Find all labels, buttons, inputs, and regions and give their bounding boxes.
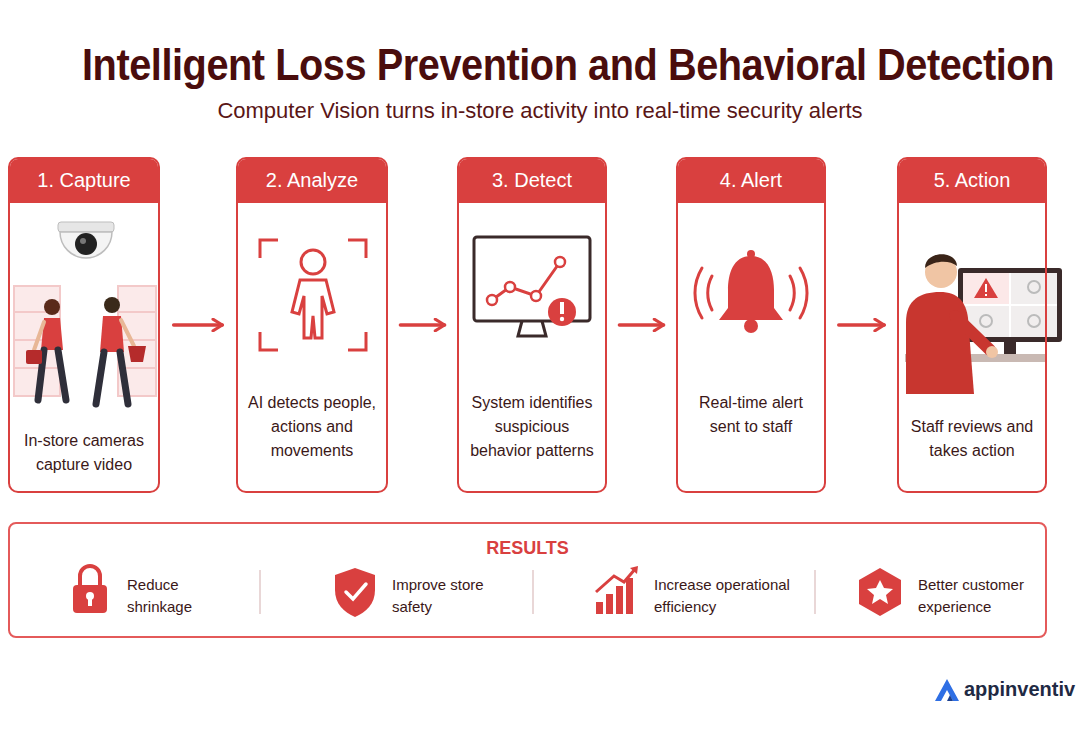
result-item: Improve store safety xyxy=(392,574,502,618)
shopper-man xyxy=(96,297,146,404)
step-heading: 5. Action xyxy=(899,159,1045,203)
monitor-chart xyxy=(474,237,590,336)
step-heading: 2. Analyze xyxy=(238,159,386,203)
flow-arrow xyxy=(619,323,663,327)
step-description: System identifies suspicious behavior pa… xyxy=(467,391,597,463)
store-shelves xyxy=(14,286,156,396)
result-item: Reduce shrinkage xyxy=(127,574,237,618)
result-text: Increase operational efficiency xyxy=(654,574,814,618)
flow-arrow xyxy=(839,323,884,327)
step-heading: 3. Detect xyxy=(459,159,605,203)
detection-frame xyxy=(260,240,366,350)
step-card: 2. Analyze AI detects people, actions and… xyxy=(236,157,388,493)
step-description: In-store cameras capture video xyxy=(18,429,150,477)
result-text: Improve store safety xyxy=(392,574,502,618)
results-icons xyxy=(73,566,901,617)
step-card: 4. AlertReal-time alert sent to staff xyxy=(676,157,826,493)
watermark: appinventiv xyxy=(964,678,1074,701)
shopper-woman xyxy=(26,299,66,400)
step-card: 1. CaptureIn-store cameras capture video xyxy=(8,157,160,493)
flow-arrow xyxy=(400,323,444,327)
diagram-title: Intelligent Loss Prevention and Behavior… xyxy=(82,40,1054,90)
result-item: Better customer experience xyxy=(918,574,1043,618)
step-description: AI detects people, actions and movements xyxy=(246,391,378,463)
step-description: Real-time alert sent to staff xyxy=(686,391,816,439)
result-item: Increase operational efficiency xyxy=(654,574,814,618)
result-text: Reduce shrinkage xyxy=(127,574,237,618)
step-heading: 1. Capture xyxy=(10,159,158,203)
step-description: Staff reviews and takes action xyxy=(907,415,1037,463)
step-card: 3. DetectSystem identifies suspicious be… xyxy=(457,157,607,493)
watermark-logo xyxy=(935,679,959,701)
result-text: Better customer experience xyxy=(918,574,1043,618)
subtitle: Computer Vision turns in-store activity … xyxy=(0,98,1080,124)
step-card: 5. ActionStaff reviews and takes action xyxy=(897,157,1047,493)
staff-at-monitor xyxy=(905,254,1062,394)
dome-camera xyxy=(58,222,114,258)
step-heading: 4. Alert xyxy=(678,159,824,203)
results-heading: RESULTS xyxy=(10,538,1045,559)
results-panel: RESULTS Reduce shrinkage Improve store saf… xyxy=(8,522,1047,638)
alert-bell xyxy=(695,250,807,333)
flow-arrow xyxy=(174,323,223,327)
